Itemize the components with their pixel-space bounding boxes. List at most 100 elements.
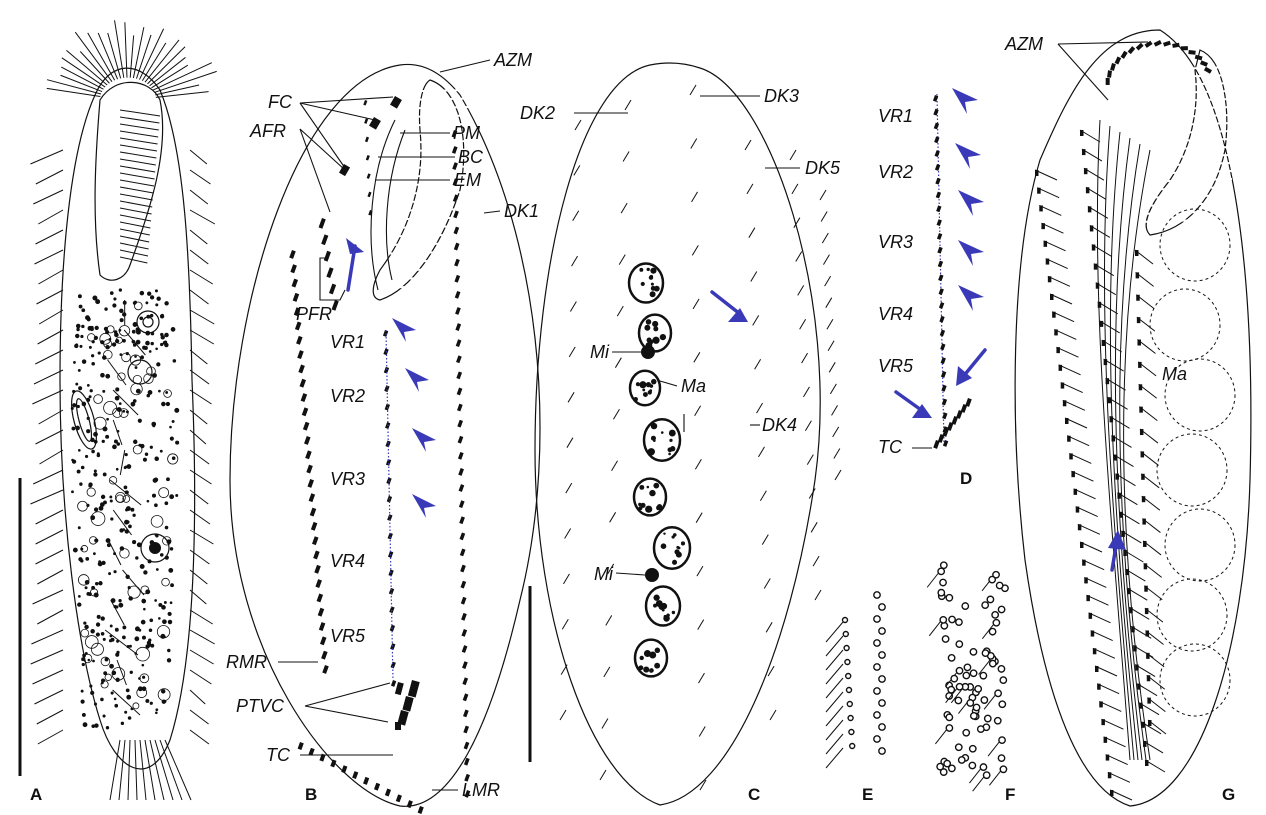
basal-body [879,628,885,634]
dorsal-bristle [826,298,832,308]
label-dk4: DK4 [762,415,797,435]
ventral-cirrus [935,164,940,171]
right-marginal-cirrus [306,465,312,474]
granule [142,676,144,678]
granule [139,629,141,631]
cirrus [38,730,63,744]
chromatin [662,609,665,612]
azm-gap [386,218,470,220]
basal-body [973,704,979,710]
dorsal-bristle [815,590,821,600]
basal-body [992,612,998,618]
panel-a-drawing [30,20,216,800]
cirrus [75,32,112,81]
membranelle [120,208,152,214]
right-marginal-cirrus [298,364,304,373]
panel-letter-c: C [748,785,760,804]
membranelle-base [1128,46,1136,54]
granule [82,663,84,665]
label-dk3: DK3 [764,86,799,106]
right-marginal-cirrus [321,651,327,660]
basal-body [999,737,1005,743]
left-marginal-cirrus [456,371,462,379]
cirrus [39,410,63,424]
chromatin [638,506,642,510]
chromatin [651,286,656,291]
label-bc: BC [458,147,484,167]
granule [150,446,152,448]
basal-body [874,640,880,646]
dorsal-bristle [792,184,798,194]
granule [77,470,80,473]
right-marginal-cirrus [297,350,303,359]
granule [77,603,81,607]
basal-body [969,762,975,768]
dorsal-bristle [747,184,753,194]
granule [96,623,99,626]
granule [103,427,107,431]
chromatin [636,382,640,386]
left-marginal-cirrus [460,549,466,557]
cirrus-cilium [1135,250,1153,264]
granule [128,717,131,720]
chromatin [668,453,671,456]
granule [94,508,98,512]
basal-body [874,592,880,598]
cirrus [34,690,63,704]
chromatin [673,533,677,537]
cirrus [190,530,213,544]
granule [82,325,85,328]
ventral-cirrus [936,205,941,212]
granule [94,395,103,404]
granule [166,402,170,406]
cirrus-streak [124,330,145,355]
granule [160,343,162,345]
granule [112,343,116,347]
panel-g-leaders [1058,42,1148,100]
chromatin [638,503,641,506]
granule [120,309,124,313]
granule [170,495,174,499]
cirrus [36,170,63,184]
granule [104,672,107,675]
cirrus [190,290,209,304]
ventral-cirrus [939,288,944,295]
left-marginal-cirrus [463,726,469,734]
panel-g-macronuclei [1150,209,1235,716]
granule [89,483,93,487]
granule [83,723,87,727]
cirrus [30,150,63,164]
granule [155,712,157,714]
cilium [927,573,938,587]
granule [136,647,150,661]
granule [98,352,100,354]
dorsal-bristle [693,299,699,309]
granule [131,383,142,394]
granule [123,626,126,629]
granule [101,617,105,621]
chromatin [653,439,656,442]
granule [172,420,174,422]
panel-b-arrowheads [392,318,436,518]
azm-gap [388,252,470,254]
granule [102,356,106,360]
dorsal-bristle [764,578,770,588]
basal-body [975,686,981,692]
granule [102,561,106,565]
granule [106,345,110,349]
membranelle-base [1172,43,1180,48]
granule [156,709,158,711]
dorsal-bristle [790,150,796,160]
label-d-vr2: VR2 [878,162,913,182]
right-marginal-cirrus [315,579,321,588]
granule [123,410,125,412]
granule [148,639,151,642]
basal-body [846,674,851,679]
basal-body [967,700,973,706]
chromatin [650,268,656,274]
basal-body [879,652,885,658]
granule [165,333,169,337]
granule [94,470,96,472]
macronucleus-outline [1150,289,1220,361]
basal-body [845,660,850,665]
